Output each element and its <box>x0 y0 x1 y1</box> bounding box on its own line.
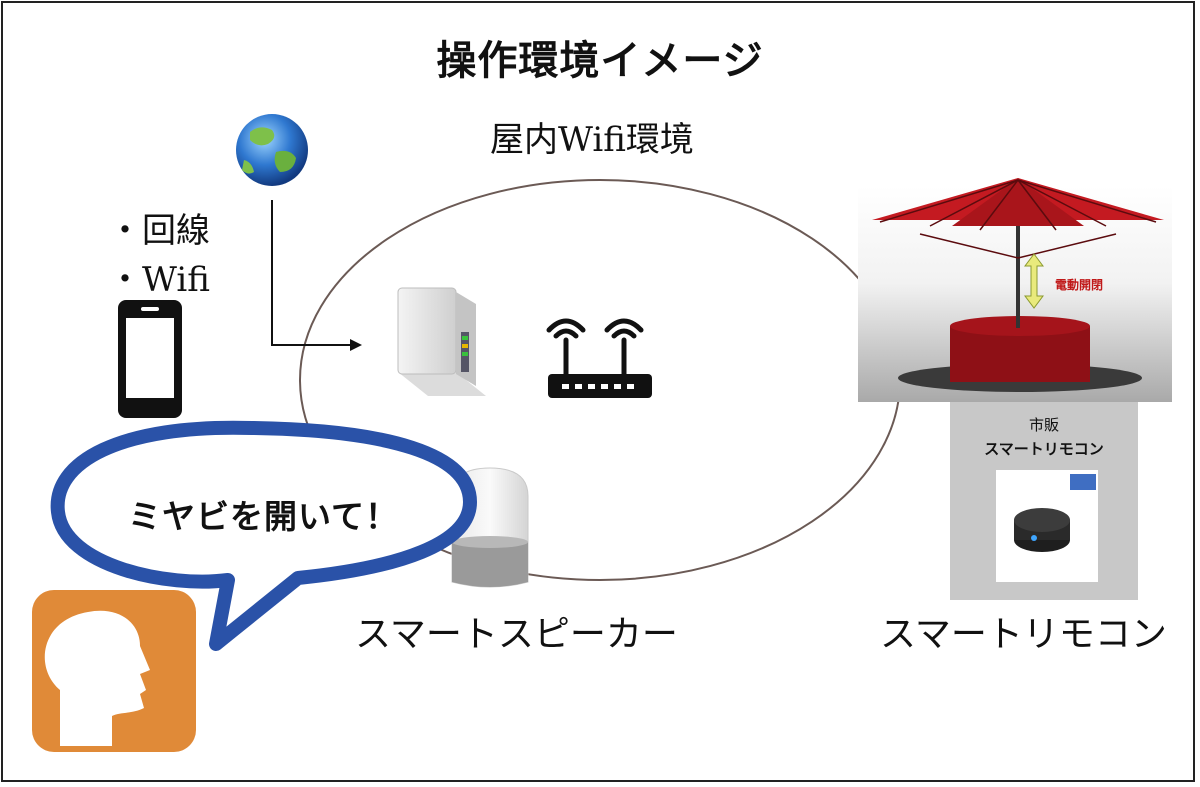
globe-icon <box>236 114 308 186</box>
wifi-environment-label: 屋内Wifi環境 <box>490 120 694 160</box>
speech-bubble-text: ミヤビを開いて！ <box>128 497 400 536</box>
internet-connection-arrow <box>271 200 362 351</box>
open-close-arrow <box>1024 253 1044 309</box>
wifi-router-icon <box>546 318 652 398</box>
smart-speaker-label: スマートスピーカー <box>355 614 678 655</box>
page-title: 操作環境イメージ <box>436 38 764 84</box>
remote-panel-line1: 市販 <box>1028 416 1059 434</box>
speech-bubble <box>50 420 477 651</box>
user-head-icon <box>32 590 196 752</box>
umbrella-caption: 電動開閉 <box>1055 278 1104 292</box>
smartphone-icon <box>118 300 182 418</box>
smart-remote-device-icon <box>1014 508 1070 552</box>
phone-requirement-wifi: ・Wifi <box>108 260 210 300</box>
phone-requirement-line: ・回線 <box>108 211 210 251</box>
modem-icon <box>397 287 486 396</box>
smart-remote-panel <box>950 402 1138 600</box>
electric-umbrella-image <box>858 178 1172 402</box>
smart-remote-label: スマートリモコン <box>880 614 1167 655</box>
remote-panel-line2: スマートリモコン <box>984 440 1104 458</box>
